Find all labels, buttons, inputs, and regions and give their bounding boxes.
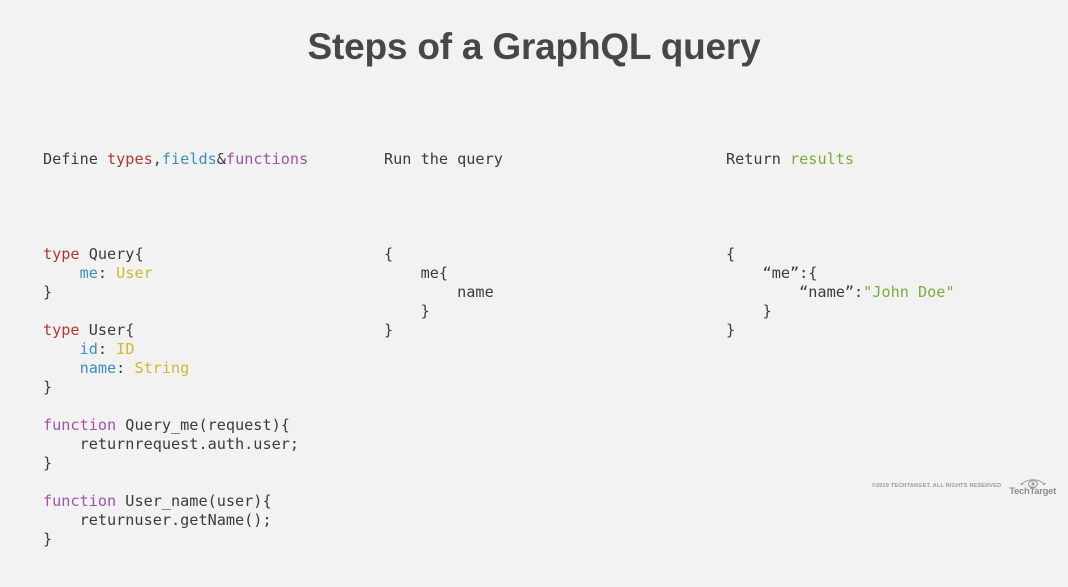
code-define-2-token-3: User — [116, 264, 153, 282]
code-define-7-token-3: String — [134, 359, 190, 377]
copyright-notice: ©2019 TECHTARGET. ALL RIGHTS RESERVED — [871, 483, 1002, 490]
code-define-6-token-2: : — [97, 340, 117, 358]
heading-define-token-1: types — [107, 150, 153, 168]
column-return: Return results { “me”:{ “name”:"John Doe… — [726, 112, 1056, 378]
code-define-8-token-0: } — [43, 378, 53, 396]
heading-define-token-0: Define — [43, 150, 108, 168]
heading-define-token-5: functions — [225, 150, 309, 168]
code-blank-line — [43, 226, 373, 245]
code-blank-line — [384, 226, 714, 245]
code-line: function User_name(user){ — [43, 492, 373, 511]
code-return-4-token-0: } — [726, 302, 772, 320]
code-run-3-token-0: name — [384, 283, 494, 301]
code-define-6-token-1: id — [79, 340, 98, 358]
code-return-5-token-0: } — [726, 321, 736, 339]
code-return-2-token-0: “me”:{ — [726, 264, 818, 282]
techtarget-eye-icon — [1019, 478, 1046, 488]
code-line: } — [384, 302, 714, 321]
code-line: name — [384, 283, 714, 302]
code-define-14-token-0: function — [43, 492, 117, 510]
slide-footer: ©2019 TECHTARGET. ALL RIGHTS RESERVED Te… — [872, 477, 1056, 497]
heading-define-token-2: , — [152, 150, 162, 168]
heading-define-token-4: & — [216, 150, 226, 168]
code-define-5-token-0: type — [43, 321, 80, 339]
column-body-run: { me{ name }} — [384, 226, 714, 340]
column-define: Define types,fields&functions type Query… — [43, 112, 373, 587]
code-line: } — [43, 283, 373, 302]
code-define-11-token-0: returnrequest.auth.user; — [43, 435, 300, 453]
code-define-2-token-2: : — [97, 264, 117, 282]
code-define-7-token-1: name — [79, 359, 117, 377]
code-define-16-token-0: } — [43, 530, 53, 548]
code-define-2-token-1: me — [79, 264, 98, 282]
code-define-6-token-0 — [43, 340, 80, 358]
column-body-return: { “me”:{ “name”:"John Doe" }} — [726, 226, 1056, 340]
code-define-12-token-0: } — [43, 454, 53, 472]
code-line: function Query_me(request){ — [43, 416, 373, 435]
code-return-3-token-0: “name”: — [726, 283, 864, 301]
code-line: { — [726, 245, 1056, 264]
code-define-10-token-1: Query_me(request){ — [116, 416, 290, 434]
column-run: Run the query { me{ name }} — [384, 112, 714, 378]
code-define-1-token-1: Query{ — [79, 245, 144, 263]
code-line: } — [726, 302, 1056, 321]
column-heading-return: Return results — [726, 150, 1056, 169]
code-define-6-token-3: ID — [116, 340, 135, 358]
code-define-10-token-0: function — [43, 416, 117, 434]
code-define-7-token-2: : — [116, 359, 135, 377]
code-line: { — [384, 245, 714, 264]
code-line: returnuser.getName(); — [43, 511, 373, 530]
heading-return-token-1: results — [790, 150, 855, 168]
slide-canvas: Steps of a GraphQL query Define types,fi… — [43, 26, 1056, 548]
code-run-5-token-0: } — [384, 321, 394, 339]
code-line: } — [384, 321, 714, 340]
code-define-3-token-0: } — [43, 283, 53, 301]
code-line: “name”:"John Doe" — [726, 283, 1056, 302]
code-blank-line — [43, 473, 373, 492]
code-return-1-token-0: { — [726, 245, 736, 263]
heading-return-token-0: Return — [726, 150, 791, 168]
code-return-3-token-1: "John Doe" — [863, 283, 955, 301]
code-blank-line — [43, 302, 373, 321]
techtarget-wordmark: TechTarget — [1009, 485, 1056, 497]
column-body-define: type Query{ me: User} type User{ id: ID … — [43, 226, 373, 549]
code-line: } — [43, 530, 373, 549]
code-line: } — [43, 378, 373, 397]
code-define-1-token-0: type — [43, 245, 80, 263]
column-heading-run: Run the query — [384, 150, 714, 169]
code-line: type User{ — [43, 321, 373, 340]
code-line: me{ — [384, 264, 714, 283]
code-line: “me”:{ — [726, 264, 1056, 283]
code-line: me: User — [43, 264, 373, 283]
code-blank-line — [726, 226, 1056, 245]
techtarget-logo: TechTarget — [1009, 477, 1056, 497]
code-run-2-token-0: me{ — [384, 264, 449, 282]
code-define-7-token-0 — [43, 359, 80, 377]
code-define-14-token-1: User_name(user){ — [116, 492, 272, 510]
code-line: id: ID — [43, 340, 373, 359]
heading-run-token-0: Run the query — [384, 150, 503, 168]
column-heading-define: Define types,fields&functions — [43, 150, 373, 169]
code-run-1-token-0: { — [384, 245, 394, 263]
code-line: } — [726, 321, 1056, 340]
heading-define-token-3: fields — [161, 150, 217, 168]
code-define-5-token-1: User{ — [79, 321, 135, 339]
code-line: } — [43, 454, 373, 473]
code-run-4-token-0: } — [384, 302, 430, 320]
code-define-2-token-0 — [43, 264, 80, 282]
code-line: name: String — [43, 359, 373, 378]
code-blank-line — [43, 397, 373, 416]
code-line: returnrequest.auth.user; — [43, 435, 373, 454]
code-line: type Query{ — [43, 245, 373, 264]
page-title: Steps of a GraphQL query — [307, 26, 761, 67]
code-define-15-token-0: returnuser.getName(); — [43, 511, 272, 529]
